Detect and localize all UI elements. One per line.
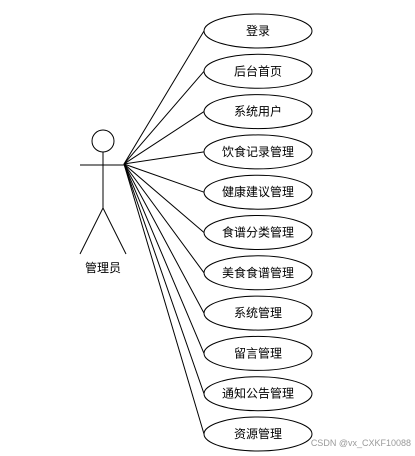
use-case: 登录: [203, 13, 313, 49]
association-line: [123, 70, 205, 165]
use-case: 后台首页: [203, 53, 313, 89]
actor-figure: [79, 129, 127, 255]
use-case-label: 美食食谱管理: [222, 265, 294, 280]
association-line: [123, 111, 205, 165]
use-case-label: 系统用户: [234, 104, 282, 119]
use-case-ellipse: [203, 335, 313, 371]
use-case-ellipse: [203, 255, 313, 291]
actor-label: 管理员: [85, 260, 121, 275]
use-case: 资源管理: [203, 416, 313, 452]
watermark: CSDN @vx_CXKF10088: [311, 438, 411, 448]
use-case: 食谱分类管理: [203, 215, 313, 250]
actor-head: [91, 129, 115, 153]
use-case-ellipse: [203, 295, 313, 331]
use-case-ellipse: [203, 134, 313, 170]
use-case: 系统用户: [203, 94, 313, 130]
association-line: [123, 163, 205, 274]
use-case-ellipse: [203, 215, 313, 250]
use-case: 饮食记录管理: [203, 134, 313, 170]
use-case-ellipse: [203, 174, 313, 210]
association-line: [123, 163, 205, 354]
use-case: 留言管理: [203, 335, 313, 371]
use-case-label: 通知公告管理: [222, 386, 294, 401]
use-case: 美食食谱管理: [203, 255, 313, 291]
actor-left-leg: [79, 207, 104, 255]
association-lines: [123, 30, 205, 435]
association-line: [123, 163, 205, 314]
use-case-ellipse: [203, 376, 313, 412]
use-case-ellipse: [203, 94, 313, 130]
use-case-list: 登录后台首页系统用户饮食记录管理健康建议管理食谱分类管理美食食谱管理系统管理留言…: [203, 13, 313, 452]
association-line: [123, 30, 205, 165]
association-line: [123, 151, 205, 165]
use-case-label: 资源管理: [234, 426, 282, 441]
use-case-label: 饮食记录管理: [222, 144, 294, 159]
actor-right-leg: [102, 207, 127, 255]
use-case-ellipse: [203, 53, 313, 89]
association-line: [123, 163, 205, 233]
use-case-ellipse: [203, 13, 313, 49]
use-case-label: 登录: [246, 23, 270, 38]
association-line: [123, 163, 205, 435]
use-case-ellipse: [203, 416, 313, 452]
use-case-label: 后台首页: [234, 63, 282, 78]
use-case: 系统管理: [203, 295, 313, 331]
association-line: [123, 163, 205, 193]
use-case-label: 健康建议管理: [222, 184, 294, 199]
association-line: [123, 163, 205, 394]
use-case-label: 系统管理: [234, 305, 282, 320]
use-case-label: 食谱分类管理: [222, 225, 294, 240]
use-case: 通知公告管理: [203, 376, 313, 412]
use-case-label: 留言管理: [234, 345, 282, 360]
use-case: 健康建议管理: [203, 174, 313, 210]
